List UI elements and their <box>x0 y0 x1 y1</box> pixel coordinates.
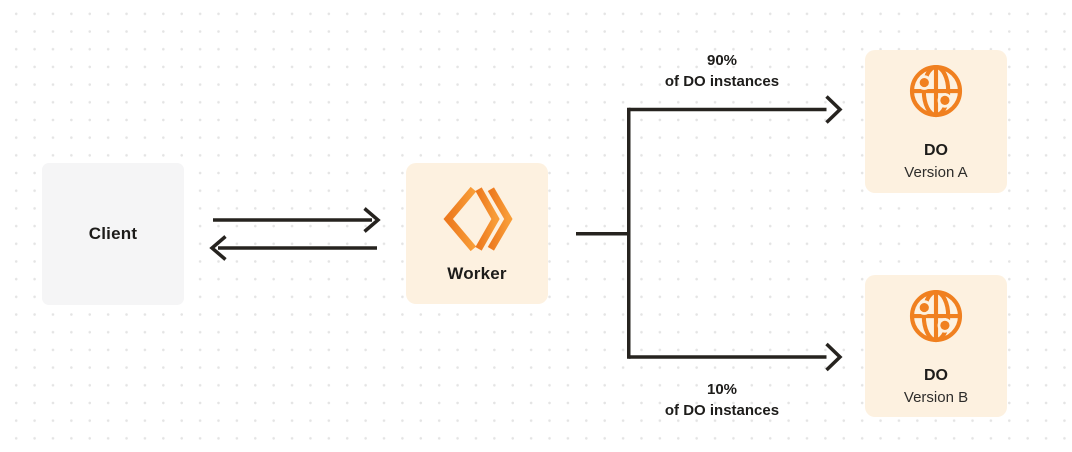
worker-to-client-arrow <box>209 235 377 261</box>
split-b-label: 10% of DO instances <box>610 379 834 421</box>
client-label: Client <box>88 224 138 243</box>
client-to-worker-arrow <box>213 207 381 233</box>
cloudflare-workers-logo-icon <box>443 186 513 252</box>
worker-branch-connector <box>576 107 631 359</box>
split-b-percent: 10% <box>706 381 738 398</box>
durable-object-globe-icon <box>909 289 963 343</box>
split-a-label: 90% of DO instances <box>610 50 834 92</box>
do-b-title: DO <box>924 367 948 384</box>
branch-to-do-a-arrow <box>628 95 843 124</box>
split-b-caption: of DO instances <box>664 402 780 419</box>
do-version-a-node: DO Version A <box>865 50 1007 193</box>
durable-object-globe-icon <box>909 64 963 118</box>
do-b-subtitle: Version B <box>903 389 969 406</box>
client-node: Client <box>42 163 184 305</box>
split-a-percent: 90% <box>706 52 738 69</box>
do-a-subtitle: Version A <box>904 164 968 181</box>
split-a-caption: of DO instances <box>664 73 780 90</box>
branch-to-do-b-arrow <box>628 342 843 372</box>
do-a-title: DO <box>924 142 948 159</box>
do-version-b-node: DO Version B <box>865 275 1007 417</box>
worker-node: Worker <box>406 163 548 304</box>
worker-label: Worker <box>447 264 507 283</box>
